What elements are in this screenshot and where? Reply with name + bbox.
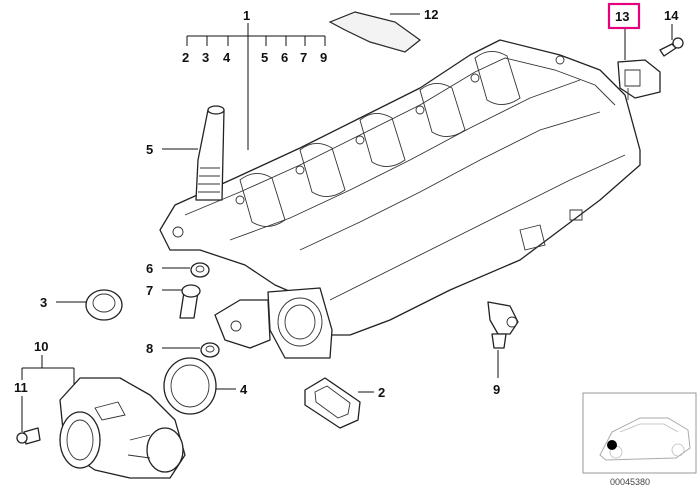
callout-5: 5 [146,142,153,157]
o-ring[interactable] [163,357,217,415]
callout-1-sub-7: 7 [300,50,307,65]
callout-13: 13 [615,9,629,24]
manifold-cover[interactable] [328,11,421,53]
throttle-body[interactable] [59,377,186,479]
callout-7: 7 [146,283,153,298]
callout-1-sub-2: 2 [182,50,189,65]
callout-1: 1 [243,8,250,23]
callout-1-sub-6: 6 [281,50,288,65]
seal-ring-3[interactable] [85,289,123,321]
callout-1-sub-4: 4 [223,50,231,65]
callout-3: 3 [40,295,47,310]
vehicle-locator: 00045380 [582,392,697,487]
gasket[interactable] [304,377,361,429]
stud-bolt[interactable] [195,105,225,201]
callout-labels: 1 2 3 4 5 6 7 9 12 13 14 5 6 7 3 8 4 2 9… [14,2,679,400]
document-number: 00045380 [610,477,650,487]
leader-lines [21,13,673,432]
callout-11: 11 [14,380,28,395]
callout-1-sub-9: 9 [320,50,327,65]
temperature-sensor[interactable] [487,301,519,349]
grommet-8[interactable] [200,342,220,358]
callout-8: 8 [146,341,153,356]
callout-2: 2 [378,385,385,400]
callout-10: 10 [34,339,48,354]
callout-14: 14 [664,8,679,23]
bolt-14[interactable] [659,37,684,57]
highlight-box [607,2,641,30]
callout-6: 6 [146,261,153,276]
bolt-11[interactable] [16,427,41,445]
pressure-sensor[interactable] [617,59,661,100]
intake-manifold[interactable] [159,39,641,359]
grommet[interactable] [190,262,210,278]
car-silhouette-icon [599,417,691,461]
bolt-7[interactable] [179,284,201,319]
callout-4: 4 [240,382,248,397]
callout-9: 9 [493,382,500,397]
callout-12: 12 [424,7,438,22]
callout-1-sub-5: 5 [261,50,268,65]
callout-1-sub-3: 3 [202,50,209,65]
location-marker-icon [607,440,617,450]
